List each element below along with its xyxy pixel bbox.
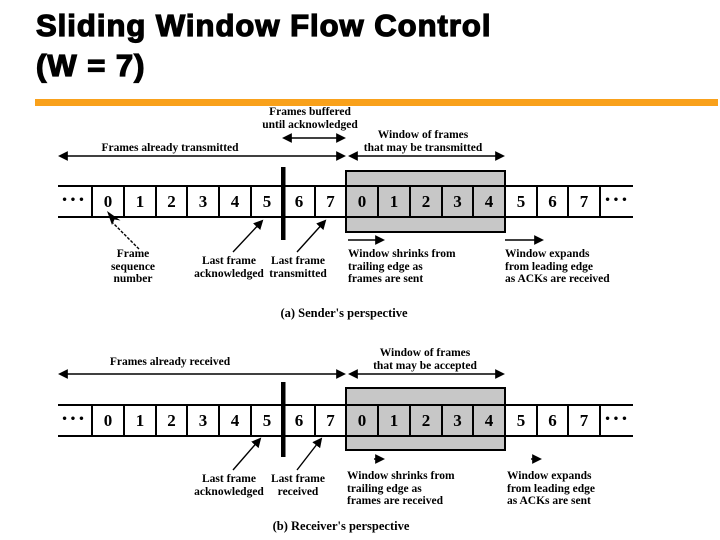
cell-windowed: 2 <box>421 192 431 211</box>
cell: 5 <box>516 192 526 211</box>
cell-windowed: 2 <box>421 411 431 430</box>
cell: 1 <box>135 192 145 211</box>
window-shrinks-label: Window shrinks from trailing edge as fra… <box>347 470 455 507</box>
cell: 2 <box>167 192 176 211</box>
last-frame-acknowledged-label: Last frame acknowledged <box>194 473 264 498</box>
sender-row-grid <box>58 185 633 218</box>
cell: 6 <box>548 192 557 211</box>
sender-arrows <box>58 133 544 253</box>
cell: 7 <box>579 192 589 211</box>
last-frame-transmitted-label: Last frame transmitted <box>269 255 327 280</box>
sender-ellipsis-right: ••• <box>604 195 630 206</box>
cell: 1 <box>135 411 145 430</box>
cell: 7 <box>326 411 335 430</box>
frames-buffered-label: Frames buffered until acknowledged <box>262 106 358 131</box>
cell-windowed: 4 <box>484 192 494 211</box>
sender-caption: (a) Sender's perspective <box>280 306 408 320</box>
slide-title: Sliding Window Flow Control (W = 7) <box>35 7 492 83</box>
window-may-be-transmitted-label: Window of frames that may be transmitted <box>363 129 483 154</box>
cell-windowed: 0 <box>357 192 367 211</box>
window-expands-label: Window expands from leading edge as ACKs… <box>507 470 595 507</box>
cursor-arrowhead-icon <box>107 211 121 225</box>
cell: 6 <box>294 192 304 211</box>
cell: 4 <box>230 411 240 430</box>
cell: 0 <box>103 411 113 430</box>
cell: 0 <box>103 192 113 211</box>
cell: 2 <box>167 411 176 430</box>
sender-ellipsis-left: ••• <box>61 195 87 206</box>
receiver-arrows <box>58 369 542 471</box>
last-frame-acknowledged-arrow <box>232 219 264 253</box>
frames-already-transmitted-label: Frames already transmitted <box>101 142 239 154</box>
receiver-row-grid <box>58 404 633 437</box>
receiver-window-box <box>345 387 506 451</box>
cell: 5 <box>262 411 272 430</box>
cell-windowed: 3 <box>453 192 462 211</box>
last-frame-received-arrow <box>296 437 323 471</box>
window-may-be-accepted-label: Window of frames that may be accepted <box>373 347 477 372</box>
cell: 6 <box>294 411 304 430</box>
frame-seq-pointer-line <box>112 222 140 250</box>
window-shrinks-label: Window shrinks from trailing edge as fra… <box>348 248 456 285</box>
sender-divider-bar <box>281 167 286 240</box>
title-underline <box>35 99 718 106</box>
last-frame-acknowledged-arrow <box>232 437 262 471</box>
cell-windowed: 4 <box>484 411 494 430</box>
cell-windowed: 1 <box>389 192 399 211</box>
receiver-caption: (b) Receiver's perspective <box>272 519 410 533</box>
receiver-divider-bar <box>281 382 286 457</box>
cell: 5 <box>516 411 526 430</box>
cell: 3 <box>198 411 208 430</box>
cell-windowed: 3 <box>453 411 462 430</box>
last-frame-received-label: Last frame received <box>271 473 325 498</box>
frames-already-received-label: Frames already received <box>109 356 231 368</box>
receiver-ellipsis-left: ••• <box>61 414 87 425</box>
last-frame-transmitted-arrow <box>296 219 327 253</box>
frame-sequence-number-label: Frame sequence number <box>110 248 156 285</box>
cell: 7 <box>326 192 335 211</box>
receiver-ellipsis-right: ••• <box>604 414 630 425</box>
last-frame-acknowledged-label: Last frame acknowledged <box>194 255 264 280</box>
cell: 3 <box>198 192 208 211</box>
cell-windowed: 0 <box>357 411 367 430</box>
cell: 5 <box>262 192 272 211</box>
window-expands-label: Window expands from leading edge as ACKs… <box>505 248 610 285</box>
cell-windowed: 1 <box>389 411 399 430</box>
cell: 6 <box>548 411 557 430</box>
cell: 7 <box>579 411 589 430</box>
cell: 4 <box>230 192 240 211</box>
